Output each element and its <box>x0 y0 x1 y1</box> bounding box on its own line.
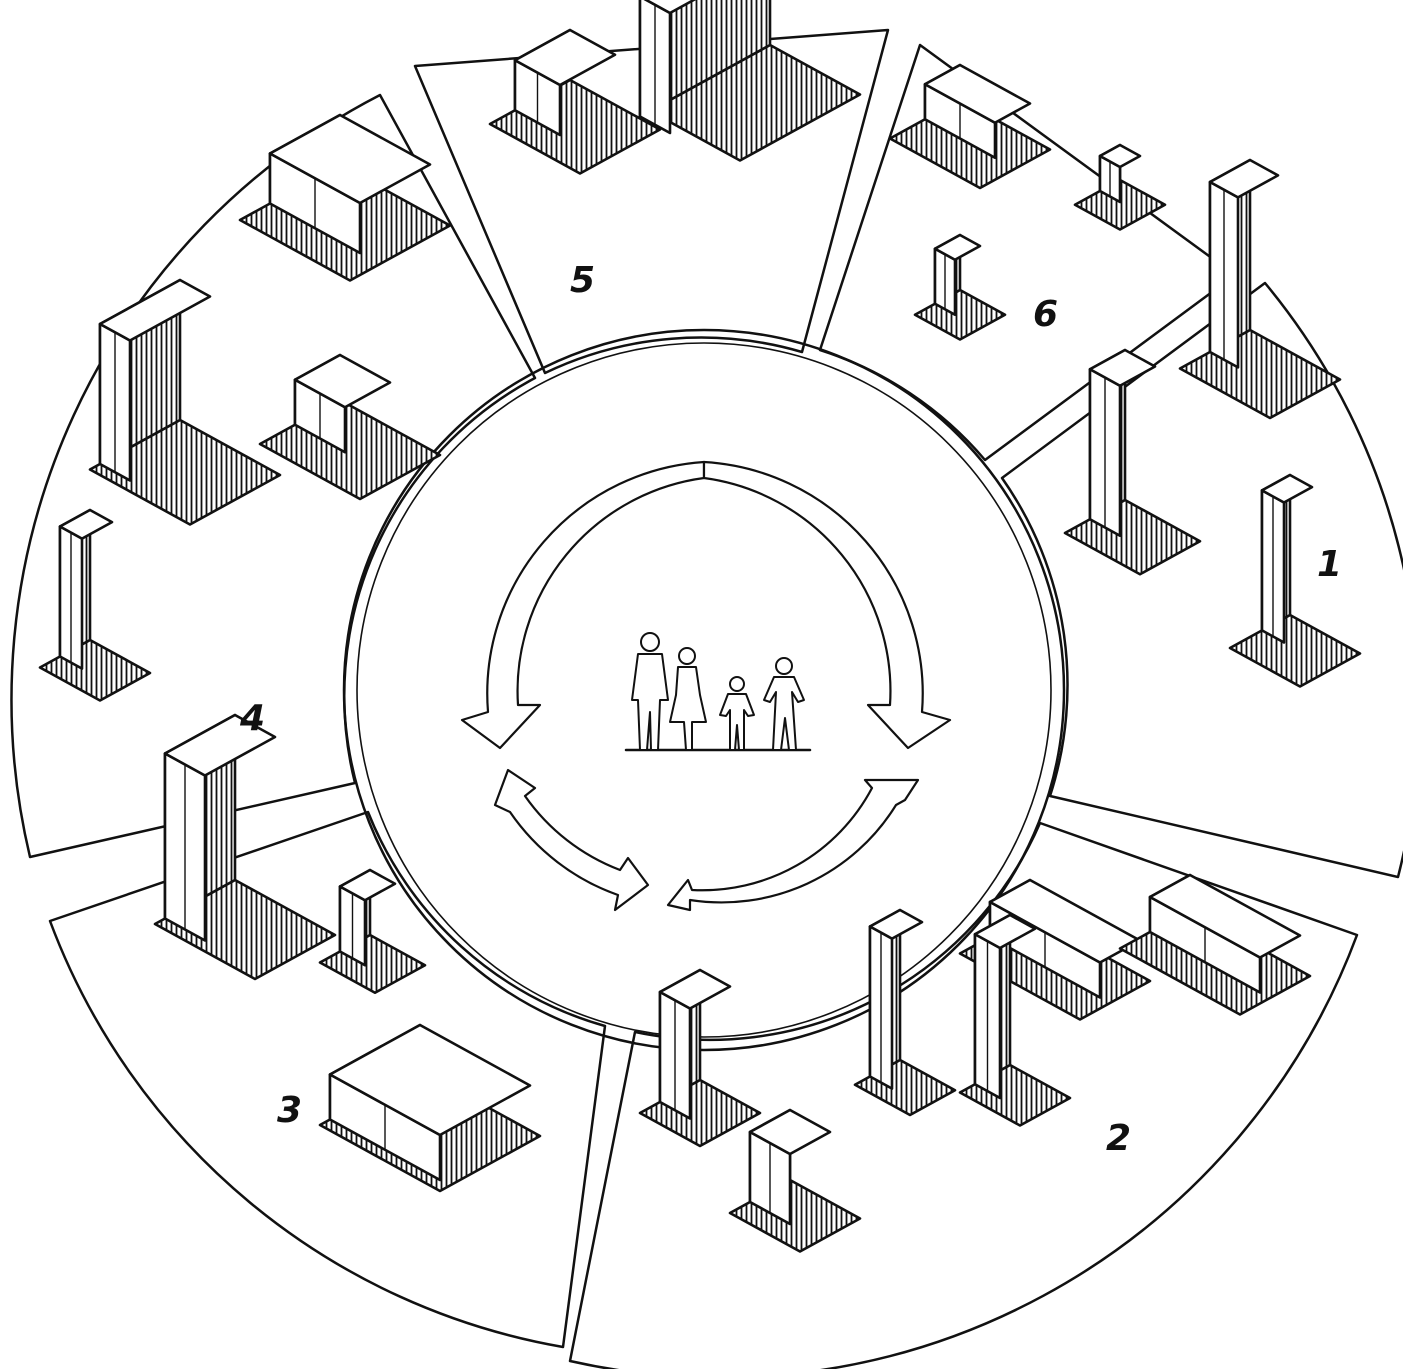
arrow-bottom-right <box>668 780 918 910</box>
bed-2 <box>1120 875 1310 1015</box>
woman-figure <box>670 648 706 750</box>
sector-label-6: 6 <box>1033 294 1058 335</box>
shelf-1 <box>640 970 760 1146</box>
sofa-set <box>240 115 450 281</box>
sector-6-frame <box>820 45 1235 460</box>
table-chairs-2 <box>490 30 660 174</box>
inner-ring-inner <box>357 343 1051 1037</box>
kitchen-unit <box>640 0 860 161</box>
cycle-arrows <box>462 462 950 910</box>
child-figure-1 <box>720 677 754 750</box>
sector-label-1: 1 <box>1317 544 1342 585</box>
sink-cabinet <box>915 235 1005 340</box>
arrow-top-left <box>462 462 704 748</box>
sector-label-4: 4 <box>239 698 265 739</box>
child-figure-2 <box>764 658 804 750</box>
sector-label-5: 5 <box>570 260 595 301</box>
family-figures <box>626 633 810 750</box>
arrow-bottom-left <box>495 770 648 910</box>
wardrobe-1 <box>1180 160 1340 418</box>
bathtub <box>890 65 1050 188</box>
furniture-drawings <box>40 0 1360 1252</box>
cabinet-3 <box>855 910 955 1115</box>
shelving-1 <box>90 280 280 525</box>
cabinet-5 <box>40 510 150 701</box>
cabinet-1 <box>1065 350 1200 574</box>
wardrobe-2 <box>155 715 335 979</box>
bed-3 <box>320 1025 540 1191</box>
sector-label-3: 3 <box>277 1090 302 1131</box>
sector-label-2: 2 <box>1106 1118 1131 1159</box>
toilet <box>1075 145 1165 230</box>
desk-1 <box>730 1110 860 1252</box>
man-figure <box>632 633 668 750</box>
